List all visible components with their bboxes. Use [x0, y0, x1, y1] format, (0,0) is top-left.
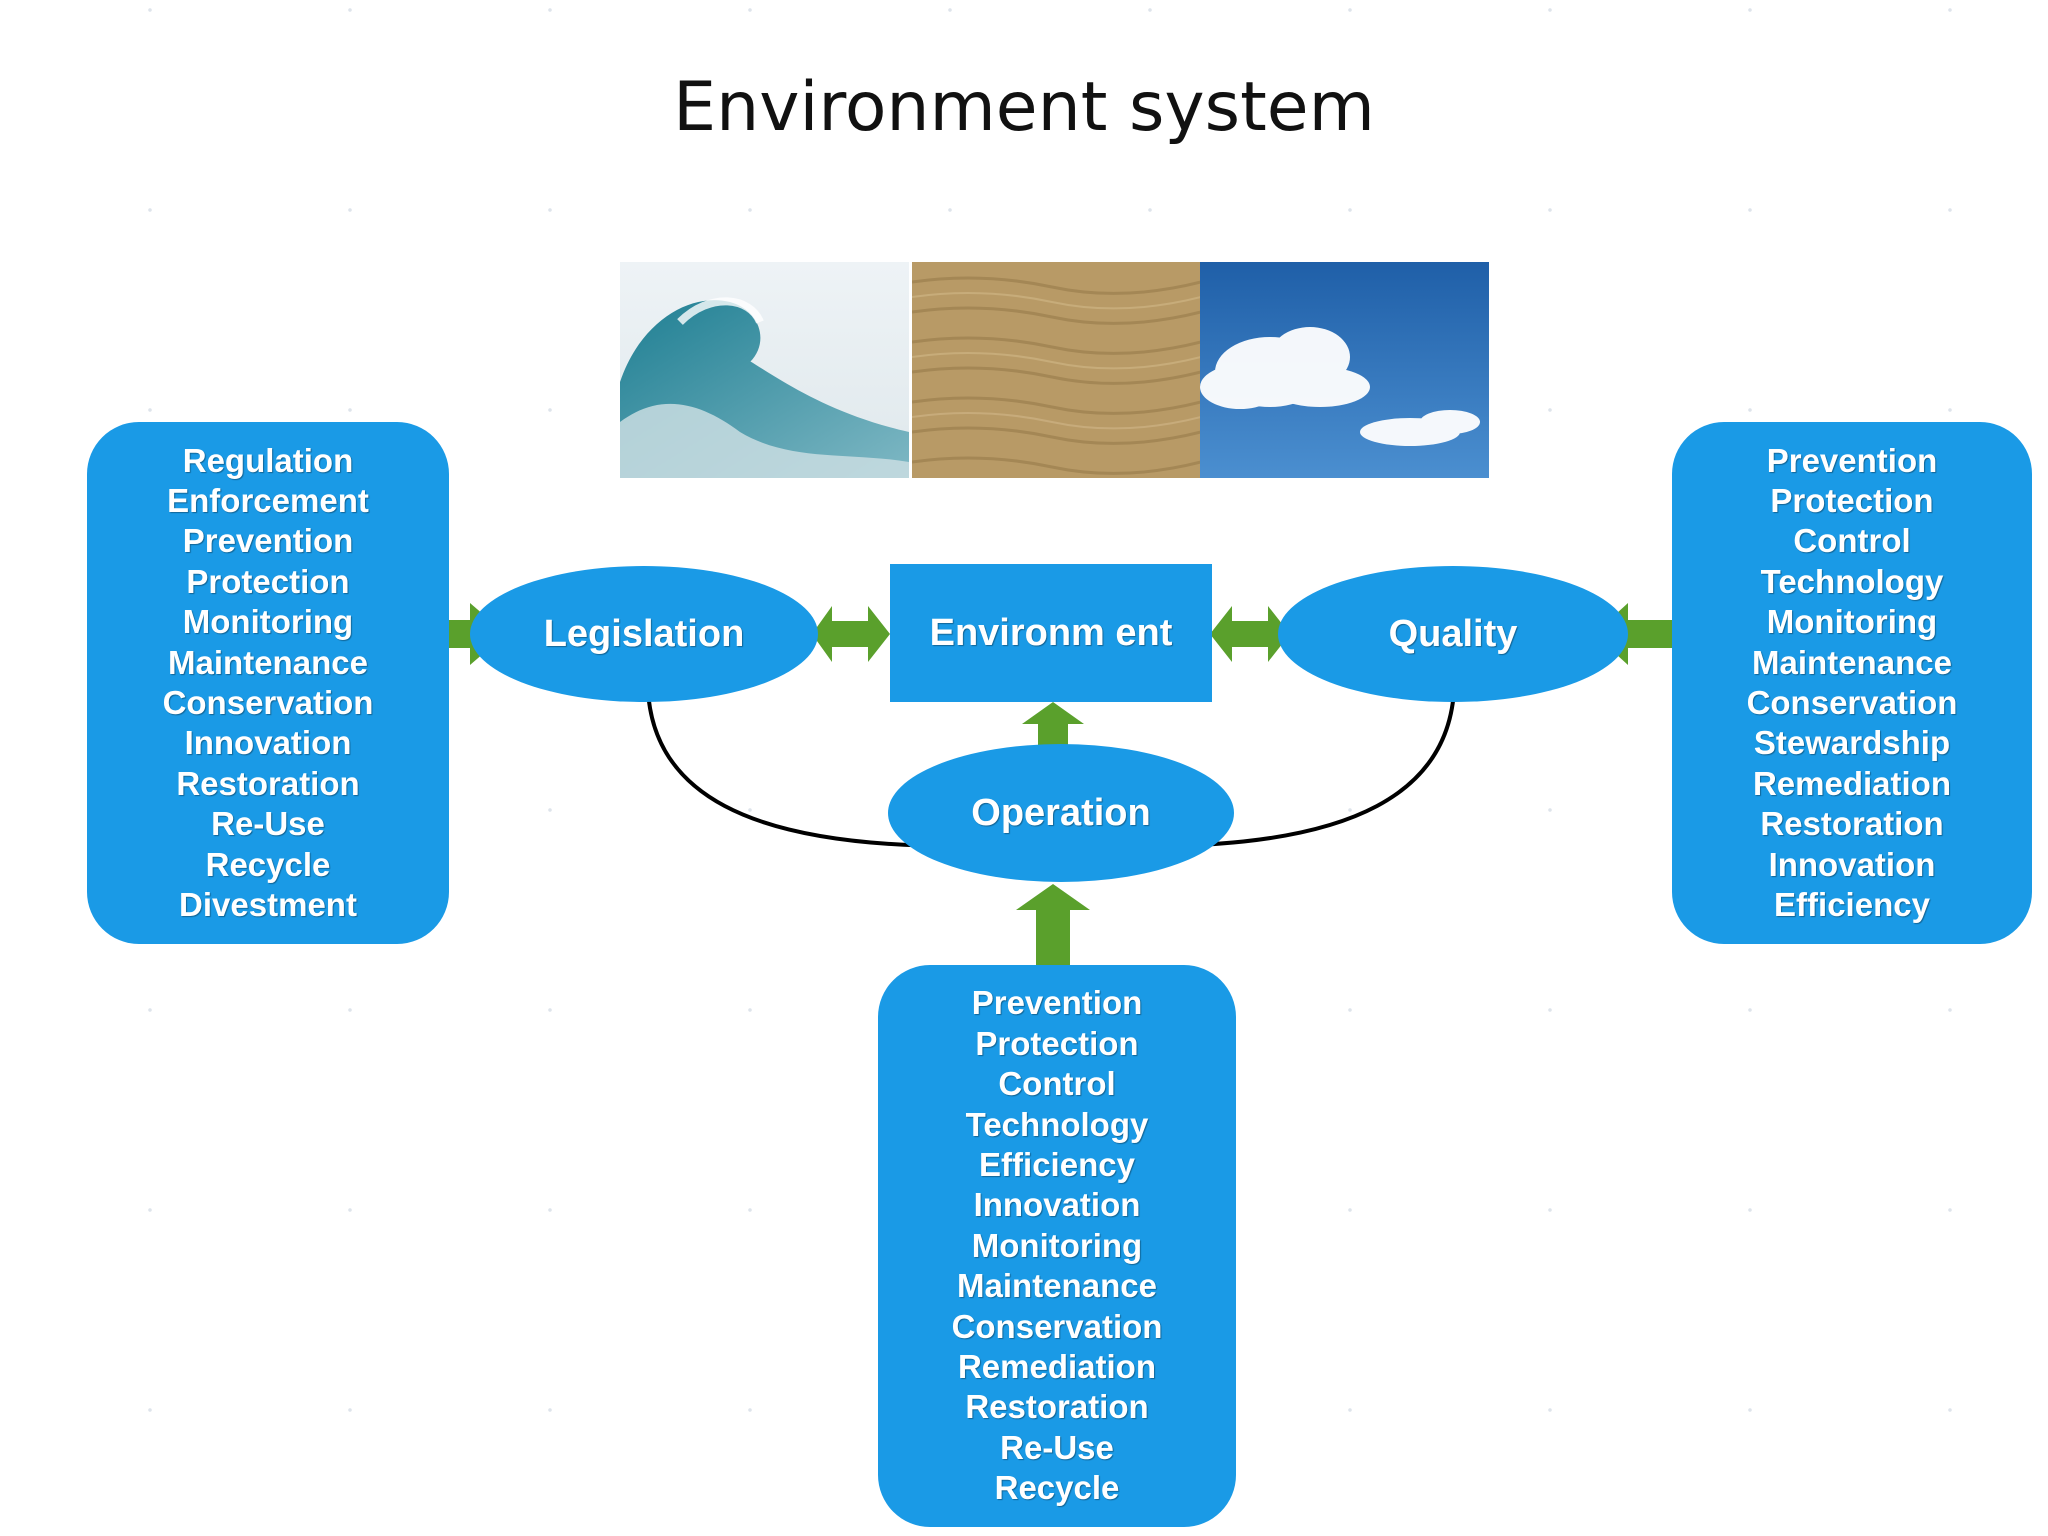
right-list-item: Control — [1793, 522, 1911, 560]
left-list-item: Maintenance — [168, 643, 368, 681]
bottom-list-item: Monitoring — [971, 1226, 1143, 1264]
bottom-list-item: Maintenance — [957, 1267, 1157, 1305]
bottom-list-item: Remediation — [957, 1348, 1157, 1386]
right-list-item: Restoration — [1760, 805, 1944, 843]
bottom-list-item: Protection — [975, 1024, 1139, 1062]
right-list-item: Remediation — [1752, 764, 1952, 802]
wave-image — [620, 262, 909, 478]
arrow-legislation-environment — [812, 606, 890, 662]
left-list-item: Protection — [186, 562, 350, 600]
sand-image — [912, 262, 1201, 478]
bottom-list-item: Innovation — [973, 1186, 1141, 1224]
environment-node: Environm ent — [890, 564, 1212, 702]
page-title: Environment system — [673, 68, 1375, 147]
left-list-item: Enforcement — [167, 481, 369, 519]
left-list-item: Divestment — [179, 886, 357, 924]
right-list-item: Stewardship — [1753, 724, 1951, 762]
right-list-item: Maintenance — [1752, 643, 1952, 681]
bottom-list-item: Efficiency — [979, 1145, 1135, 1183]
left-list-item: Recycle — [205, 845, 331, 883]
right-list-item: Conservation — [1746, 684, 1958, 721]
left-list-item: Innovation — [184, 724, 352, 762]
bottom-list-item: Prevention — [971, 984, 1143, 1022]
bottom-list-item: Restoration — [965, 1388, 1149, 1426]
quality-node: Quality — [1278, 566, 1628, 702]
left-list-item: Prevention — [182, 522, 354, 560]
left-list-item: Regulation — [182, 441, 354, 479]
arrow-environment-quality — [1210, 606, 1290, 662]
connector-quality-operation — [1154, 658, 1459, 851]
right-list-item: Protection — [1770, 481, 1934, 519]
left-list-item: Restoration — [176, 764, 360, 802]
operation-node: Operation — [888, 744, 1234, 882]
sky-image — [1200, 262, 1489, 478]
bottom-list-item: Control — [998, 1065, 1116, 1103]
right-list-item: Technology — [1760, 562, 1944, 600]
bottom-list-item: Technology — [965, 1105, 1149, 1143]
right-list-item: Efficiency — [1774, 886, 1930, 924]
bottom-list-item: Recycle — [994, 1469, 1120, 1507]
right-list-item: Innovation — [1768, 845, 1936, 883]
left-list-item: Re-Use — [211, 805, 325, 843]
left-list-item: Monitoring — [182, 603, 354, 641]
right-list-item: Monitoring — [1766, 603, 1938, 641]
bottom-list-item: Re-Use — [1000, 1428, 1114, 1466]
left-list-item: Conservation — [162, 684, 374, 721]
right-list-item: Prevention — [1766, 441, 1938, 479]
legislation-node: Legislation — [470, 566, 818, 702]
arrow-bottom-list-to-operation — [1016, 884, 1090, 978]
arrow-operation-to-environment — [1022, 702, 1084, 764]
bottom-list-item: Conservation — [951, 1307, 1163, 1345]
connector-legislation-operation — [643, 658, 952, 851]
